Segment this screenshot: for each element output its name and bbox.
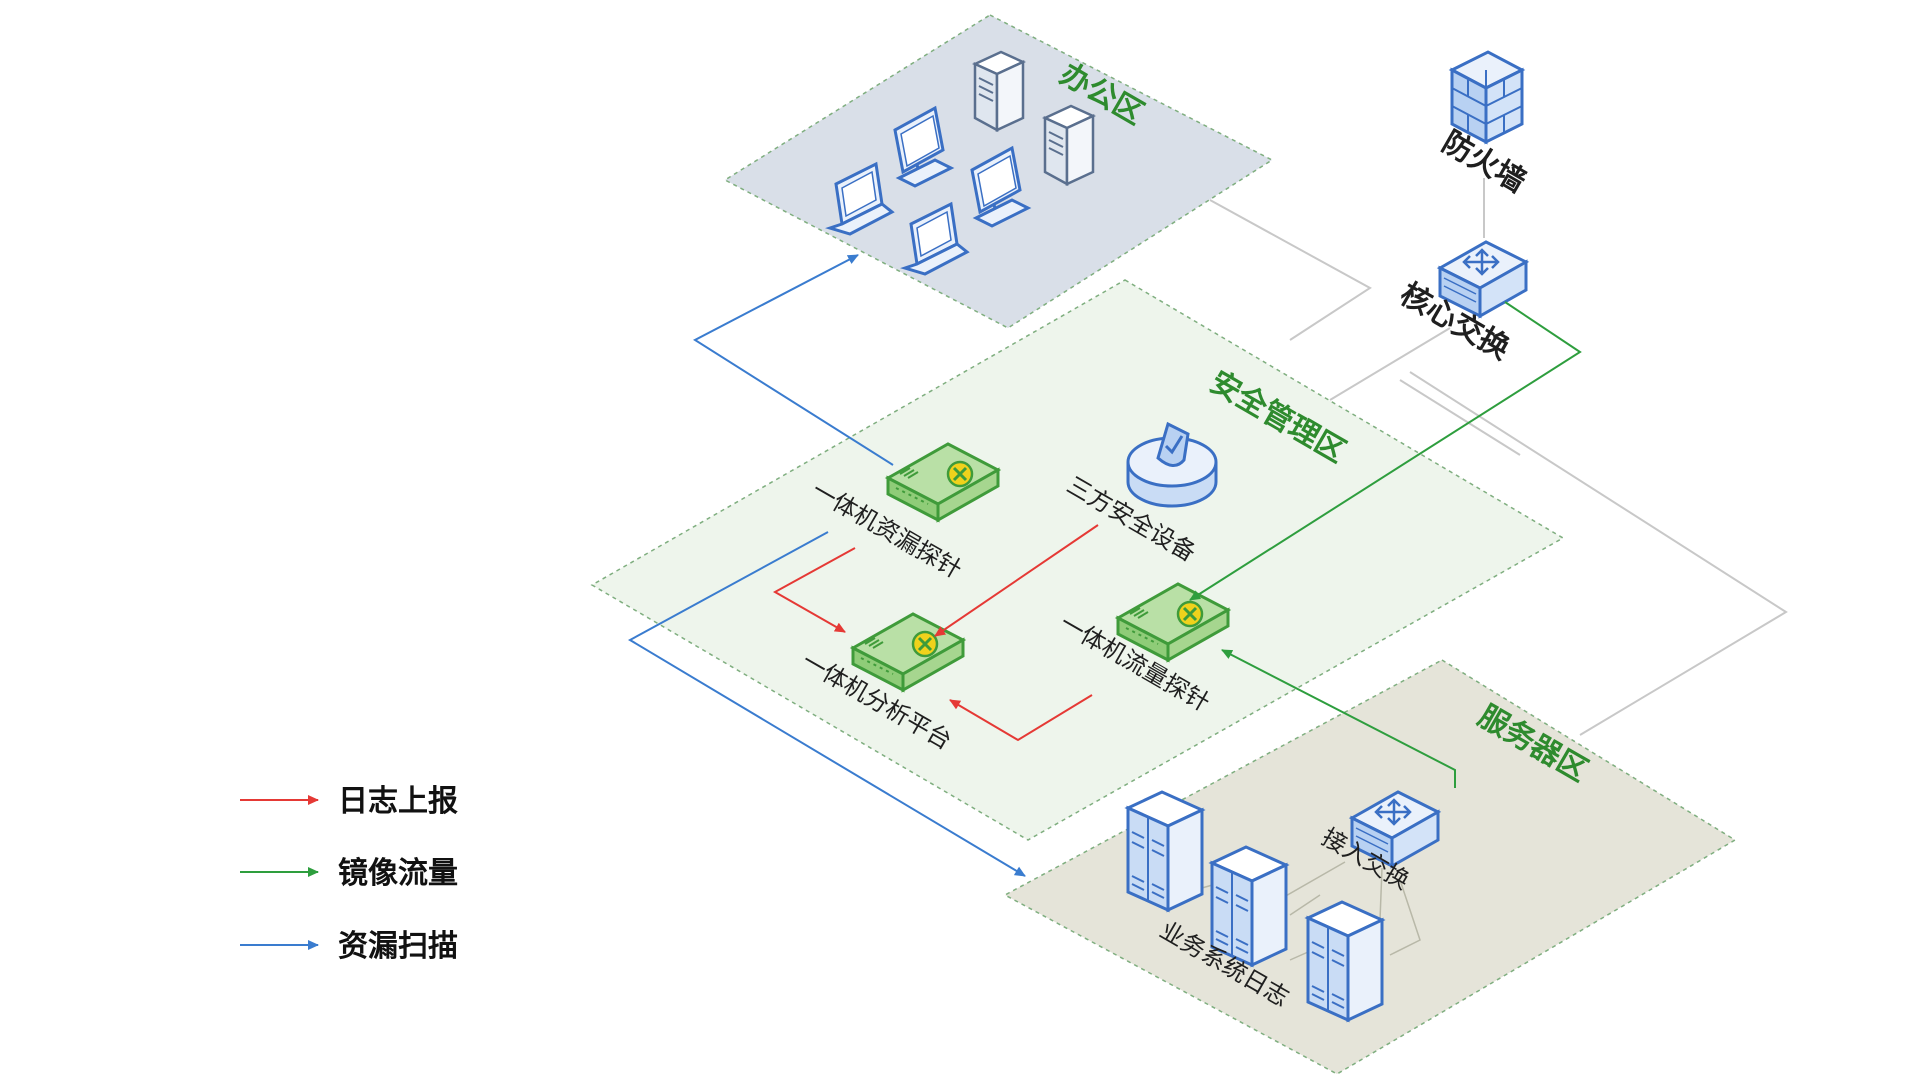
core-to-server-line: [1409, 371, 1788, 736]
vuln-probe-log-arrow: [772, 547, 856, 633]
vuln-scan-flows: [627, 254, 1026, 877]
scan-to-office-arrow: [692, 254, 894, 466]
legend-item-log-report: 日志上报: [240, 784, 458, 819]
shield-device-icon: [1126, 421, 1218, 508]
firewall-icon: [1450, 50, 1524, 144]
core-to-security-line: [1329, 327, 1451, 401]
access-to-traffic-probe-arrow: [1221, 649, 1456, 788]
legend-label: 镜像流量: [338, 856, 458, 891]
third-party-log-arrow: [934, 524, 1099, 637]
scan-to-server-arrow: [627, 531, 1026, 877]
core-to-traffic-probe-arrow: [1189, 301, 1582, 601]
office-uplink-line: [1209, 199, 1372, 341]
legend: 日志上报 镜像流量 资漏扫描: [240, 784, 458, 964]
tower-server-icon: [1043, 104, 1095, 186]
traffic-probe-log-arrow: [949, 694, 1093, 742]
legend-item-vuln-scan: 资漏扫描: [240, 929, 458, 964]
legend-item-mirror-traffic: 镜像流量: [240, 856, 458, 891]
mirror-traffic-flows: [1189, 301, 1582, 788]
server-rack-icon: [1306, 900, 1384, 1022]
server-rack-icon: [1126, 790, 1204, 912]
security-zone-plane: [590, 279, 1565, 841]
server-zone-plane: [1003, 659, 1737, 1075]
uplink-lines: [1209, 178, 1788, 736]
legend-label: 资漏扫描: [338, 929, 458, 964]
log-report-flows: [772, 524, 1099, 742]
tower-server-icon: [973, 50, 1025, 132]
legend-label: 日志上报: [338, 784, 458, 819]
core-to-server-inner-line: [1399, 379, 1521, 456]
